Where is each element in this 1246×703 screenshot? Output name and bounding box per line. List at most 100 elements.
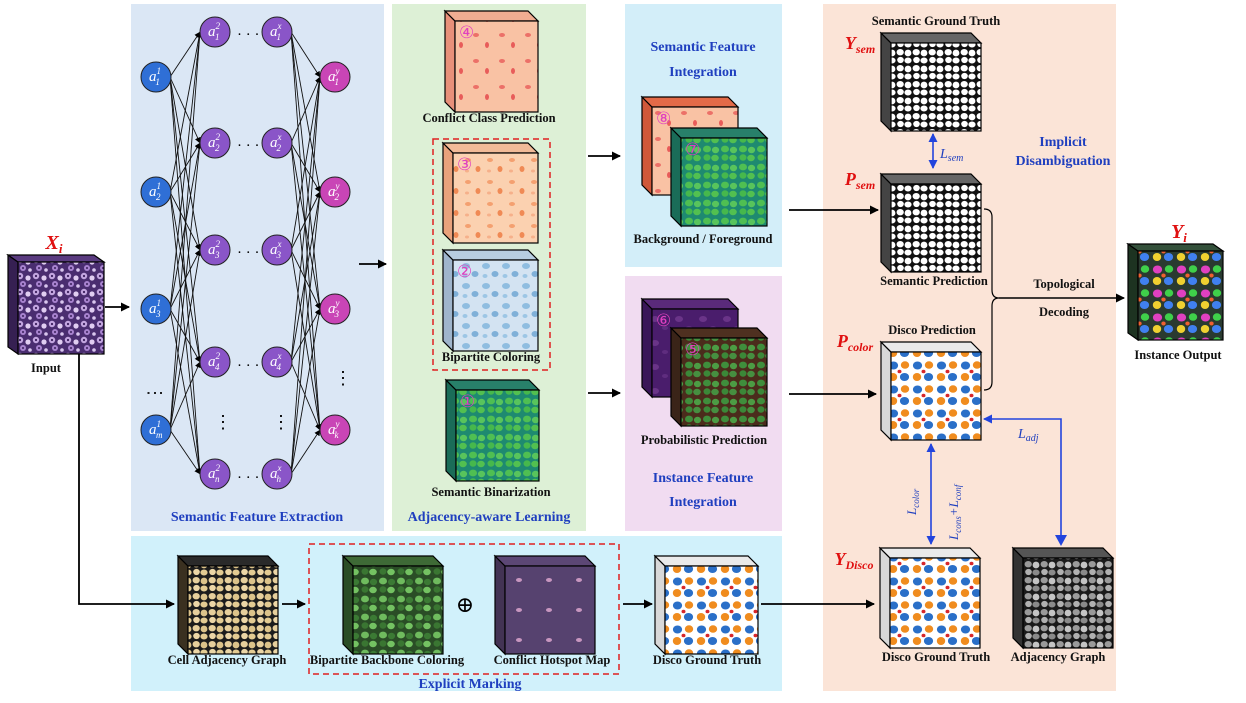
- network-edge: [290, 142, 323, 431]
- y-sem-symbol: Ysem: [845, 33, 875, 56]
- network-edge: [290, 142, 323, 310]
- bipartite-orange-cube-number: ③: [457, 155, 472, 174]
- decoding-line1: Topological: [1033, 277, 1095, 291]
- disco-prediction-label: Disco Prediction: [888, 323, 976, 337]
- instance-stack-back-number: ⑥: [656, 311, 671, 330]
- explicit-cubes: [176, 554, 760, 656]
- network-edge: [290, 142, 321, 193]
- output-symbol: Yi: [1171, 221, 1187, 245]
- cell-adjacency-cube: [176, 554, 280, 656]
- network-edge: [290, 31, 321, 78]
- network-edge: [290, 361, 321, 431]
- network-edge: [290, 191, 323, 475]
- implicit-title-2: Disambiguation: [1016, 154, 1111, 169]
- instance-stack-front-number: ⑤: [685, 340, 700, 359]
- semantic-prediction-cube: [879, 172, 983, 274]
- network-edge: [169, 308, 201, 363]
- output-cube: [1126, 242, 1225, 342]
- network-edge: [169, 191, 202, 363]
- network-edge: [169, 249, 201, 310]
- network-edge: [169, 191, 203, 475]
- network-ellipses: · · ·· · ·· · · · · ·· · · ⋮ ⋮ ⋮ ⋮: [145, 27, 352, 486]
- svg-text:⋮: ⋮: [214, 412, 232, 432]
- network-edge: [290, 249, 323, 431]
- svg-text:⋮: ⋮: [272, 412, 290, 432]
- network-edge: [169, 308, 202, 475]
- disco-gt-explicit-label: Disco Ground Truth: [653, 653, 761, 667]
- semantic-stack-front: ⑦: [669, 126, 769, 228]
- network-edge: [169, 361, 201, 431]
- input-symbol: Xi: [45, 232, 63, 256]
- bipartite-backbone-label: Bipartite Backbone Coloring: [310, 653, 465, 667]
- semantic-stack-back-number: ⑧: [656, 109, 671, 128]
- network-edge: [169, 31, 203, 310]
- bipartite-orange-cube: ③: [441, 141, 540, 245]
- bipartite-backbone-cube: [341, 554, 445, 656]
- network-edge: [169, 76, 203, 251]
- p-sem-symbol: Psem: [844, 169, 875, 192]
- instance-output-label: Instance Output: [1134, 348, 1222, 362]
- probabilistic-label: Probabilistic Prediction: [641, 433, 767, 447]
- adjacency-graph-cube: [1011, 546, 1115, 650]
- bipartite-dashed-box: [432, 138, 551, 371]
- network-edge: [169, 429, 201, 475]
- svg-text:⋮: ⋮: [145, 384, 165, 402]
- y-disco-symbol: YDisco: [835, 549, 874, 572]
- loss-adj-arrow: [983, 414, 1062, 544]
- loss-adj: Ladj: [1017, 427, 1039, 444]
- network-edge: [290, 76, 323, 475]
- bipartite-blue-cube-number: ②: [457, 262, 472, 281]
- bipartite-blue-cube: ②: [441, 248, 540, 353]
- decoding-line2: Decoding: [1039, 305, 1090, 319]
- oplus-symbol: ⊕: [456, 592, 474, 617]
- svg-text:· · ·: · · ·: [237, 27, 260, 43]
- network-edge: [169, 142, 203, 431]
- network-edge: [290, 429, 321, 475]
- conflict-class-cube-number: ④: [459, 23, 474, 42]
- disco-gt-implicit-cube: [878, 546, 982, 650]
- input-label: Input: [31, 361, 62, 375]
- network-edge: [169, 76, 203, 363]
- loss-cons-conf: Lcons+Lconf: [946, 483, 963, 541]
- conflict-hotspot-cube: [493, 554, 597, 656]
- adjacency-cubes: ④ ③ ② ①: [441, 9, 541, 483]
- integration-stacks: ⑧⑦ ⑥⑤: [640, 95, 769, 428]
- svg-text:· · ·: · · ·: [237, 358, 260, 374]
- semantic-binarization-cube-number: ①: [460, 392, 475, 411]
- instance-stack-front: ⑤: [669, 326, 769, 428]
- network-edge: [169, 31, 202, 193]
- network-edge: [290, 308, 323, 475]
- svg-text:· · ·: · · ·: [237, 138, 260, 154]
- loss-adj-arrowhead-bottom: [1055, 535, 1067, 546]
- semantic-gt-label: Semantic Ground Truth: [872, 14, 1001, 28]
